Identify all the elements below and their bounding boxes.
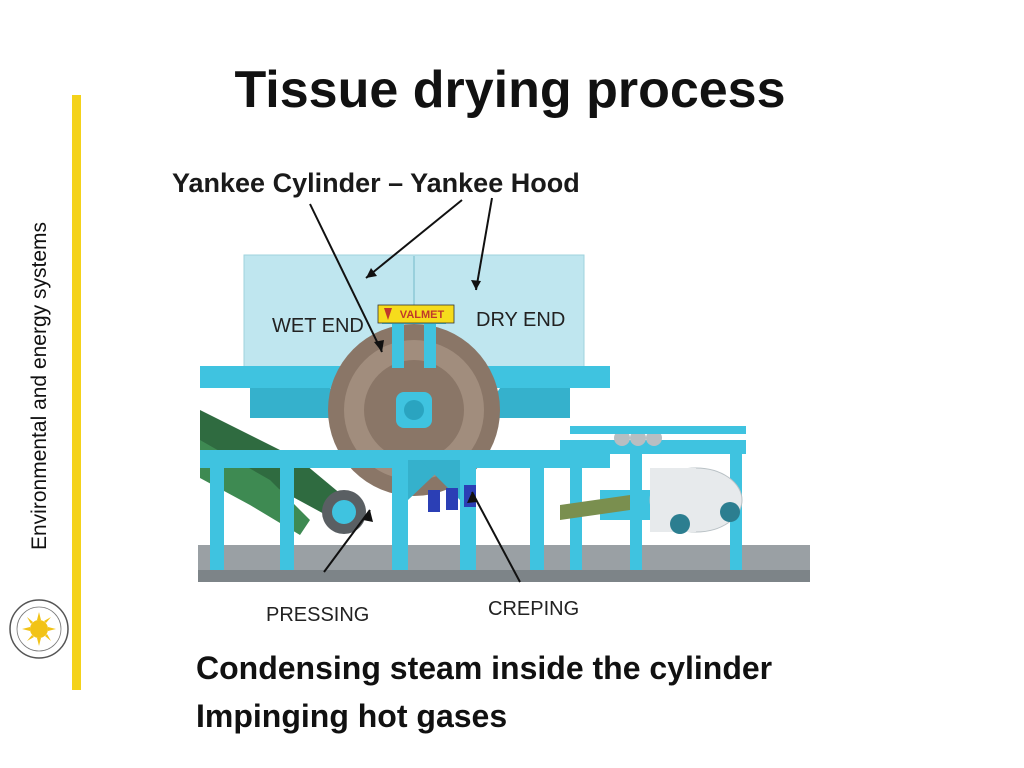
brand-label: VALMET xyxy=(400,309,445,321)
university-seal-logo xyxy=(9,599,69,659)
diagram-heading: Yankee Cylinder – Yankee Hood xyxy=(172,168,580,198)
accent-bar xyxy=(72,95,81,690)
creping-label: CREPING xyxy=(488,598,579,620)
side-label: Environmental and energy systems xyxy=(28,222,51,550)
caption-line-2: Impinging hot gases xyxy=(196,698,508,734)
caption-line-1: Condensing steam inside the cylinder xyxy=(196,650,773,686)
brand-plate xyxy=(377,304,455,324)
wet-end-label: WET END xyxy=(272,315,364,337)
caption-block: Condensing steam inside the cylinder Imp… xyxy=(196,644,772,740)
reel-frame xyxy=(560,440,746,454)
yankee-diagram: Yankee Cylinder – Yankee Hood VALMET xyxy=(172,168,810,626)
slide-title: Tissue drying process xyxy=(234,61,786,119)
dry-end-label: DRY END xyxy=(476,309,565,331)
pressing-label: PRESSING xyxy=(266,604,369,626)
